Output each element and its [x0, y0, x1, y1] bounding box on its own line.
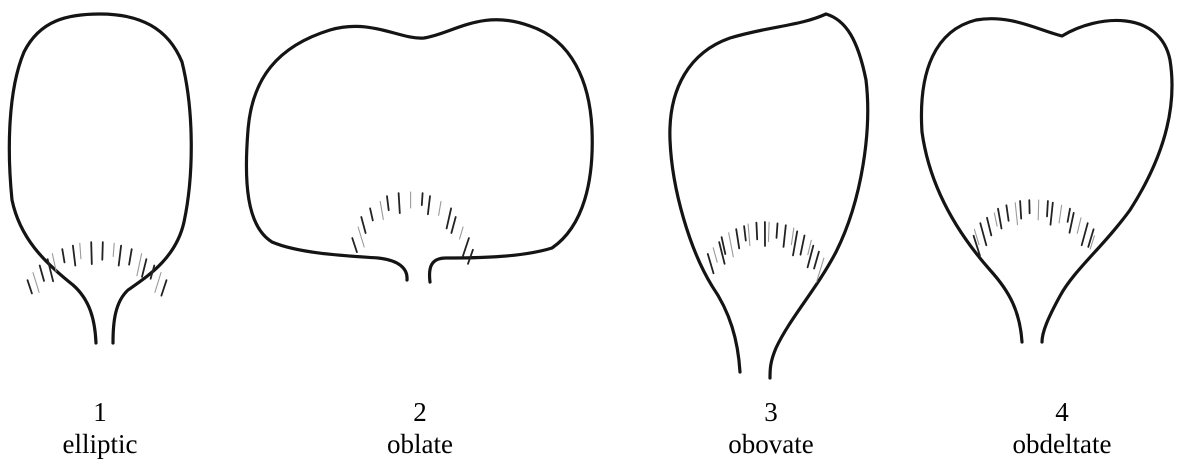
- elliptic-nectary-hairs: [28, 242, 167, 296]
- nectary-hair-stroke: [119, 246, 121, 266]
- nectary-hair-stroke: [463, 238, 469, 256]
- nectary-hair-stroke: [801, 236, 805, 255]
- nectary-hair-stroke: [814, 252, 819, 269]
- nectary-hair-stroke: [399, 193, 400, 213]
- nectary-hair-stroke: [370, 208, 373, 220]
- nectary-hair-stroke: [137, 254, 142, 276]
- elliptic-petal-drawing: [9, 14, 191, 343]
- nectary-hair-stroke: [113, 243, 114, 256]
- nectary-hair-stroke: [1059, 205, 1062, 223]
- shape-caption-2: 2 oblate: [320, 396, 520, 460]
- nectary-hair-stroke: [422, 193, 423, 205]
- nectary-hair-stroke: [1038, 200, 1039, 220]
- nectary-hair-stroke: [358, 227, 364, 247]
- nectary-hair-stroke: [460, 227, 464, 239]
- nectary-hair-stroke: [808, 246, 814, 268]
- shape-caption-3: 3 obovate: [671, 396, 871, 460]
- nectary-hair-stroke: [713, 248, 717, 262]
- nectary-hair-stroke: [1088, 229, 1093, 247]
- nectary-hair-stroke: [129, 249, 132, 264]
- obdeltate-petal-drawing: [921, 19, 1172, 342]
- nectary-hair-stroke: [447, 208, 452, 228]
- nectary-hair-stroke: [40, 266, 44, 281]
- obovate-petal-drawing: [670, 14, 868, 378]
- nectary-hair-stroke: [91, 242, 92, 264]
- obovate-nectary-hairs: [708, 222, 824, 282]
- nectary-hair-stroke: [708, 254, 714, 273]
- nectary-hair-stroke: [428, 196, 430, 214]
- oblate-nectary-hairs: [352, 192, 473, 264]
- nectary-hair-stroke: [1082, 223, 1088, 245]
- nectary-hair-stroke: [73, 246, 75, 266]
- nectary-hair-stroke: [1020, 201, 1021, 219]
- nectary-hair-stroke: [987, 218, 991, 236]
- shape-name-4: obdeltate: [962, 428, 1162, 460]
- shape-name-2: oblate: [320, 428, 520, 460]
- shape-name-3: obovate: [671, 428, 871, 460]
- nectary-hair-stroke: [729, 233, 734, 257]
- nectary-hair-stroke: [451, 217, 455, 233]
- nectary-hair-stroke: [1047, 201, 1048, 216]
- nectary-hair-stroke: [102, 242, 103, 260]
- nectary-hair-stroke: [736, 229, 739, 248]
- nectary-hair-stroke: [1068, 209, 1070, 222]
- nectary-hair-stroke: [994, 213, 997, 226]
- obdeltate-nectary-hairs: [974, 200, 1095, 256]
- nectary-hair-stroke: [28, 280, 32, 293]
- nectary-hair-stroke: [980, 223, 986, 245]
- nectary-hair-stroke: [387, 196, 389, 210]
- shape-name-1: elliptic: [0, 428, 200, 460]
- nectary-hair-stroke: [352, 238, 357, 252]
- nectary-hair-stroke: [1077, 218, 1081, 233]
- nectary-hair-stroke: [791, 228, 793, 245]
- nectary-hair-stroke: [161, 280, 166, 295]
- nectary-hair-stroke: [62, 249, 64, 262]
- oblate-petal-outline: [246, 20, 592, 282]
- nectary-hair-stroke: [744, 226, 746, 240]
- nectary-hair-stroke: [1070, 213, 1074, 233]
- shape-caption-1: 1 elliptic: [0, 396, 200, 460]
- obdeltate-petal-outline: [921, 19, 1172, 342]
- nectary-hair-stroke: [756, 223, 757, 240]
- nectary-hair-stroke: [769, 222, 770, 241]
- nectary-hair-stroke: [80, 243, 81, 258]
- nectary-hair-stroke: [48, 259, 54, 281]
- nectary-hair-stroke: [793, 231, 797, 255]
- nectary-hair-stroke: [1015, 203, 1017, 225]
- nectary-hair-stroke: [380, 201, 383, 219]
- elliptic-petal-outline: [9, 14, 191, 343]
- shape-number-1: 1: [0, 396, 200, 428]
- nectary-hair-stroke: [1051, 203, 1053, 225]
- nectary-hair-stroke: [1006, 205, 1008, 220]
- nectary-hair-stroke: [155, 273, 161, 293]
- nectary-hair-stroke: [361, 217, 365, 233]
- oblate-petal-drawing: [246, 20, 592, 282]
- nectary-hair-stroke: [998, 209, 1002, 229]
- shape-number-4: 4: [962, 396, 1162, 428]
- shape-number-2: 2: [320, 396, 520, 428]
- nectary-hair-stroke: [748, 224, 750, 246]
- nectary-hair-stroke: [784, 225, 786, 247]
- nectary-hair-stroke: [33, 273, 39, 293]
- nectary-hair-stroke: [439, 201, 441, 215]
- obovate-petal-outline: [670, 14, 868, 378]
- nectary-hair-stroke: [777, 223, 778, 237]
- shape-caption-4: 4 obdeltate: [962, 396, 1162, 460]
- nectary-hair-stroke: [142, 259, 146, 277]
- shape-number-3: 3: [671, 396, 871, 428]
